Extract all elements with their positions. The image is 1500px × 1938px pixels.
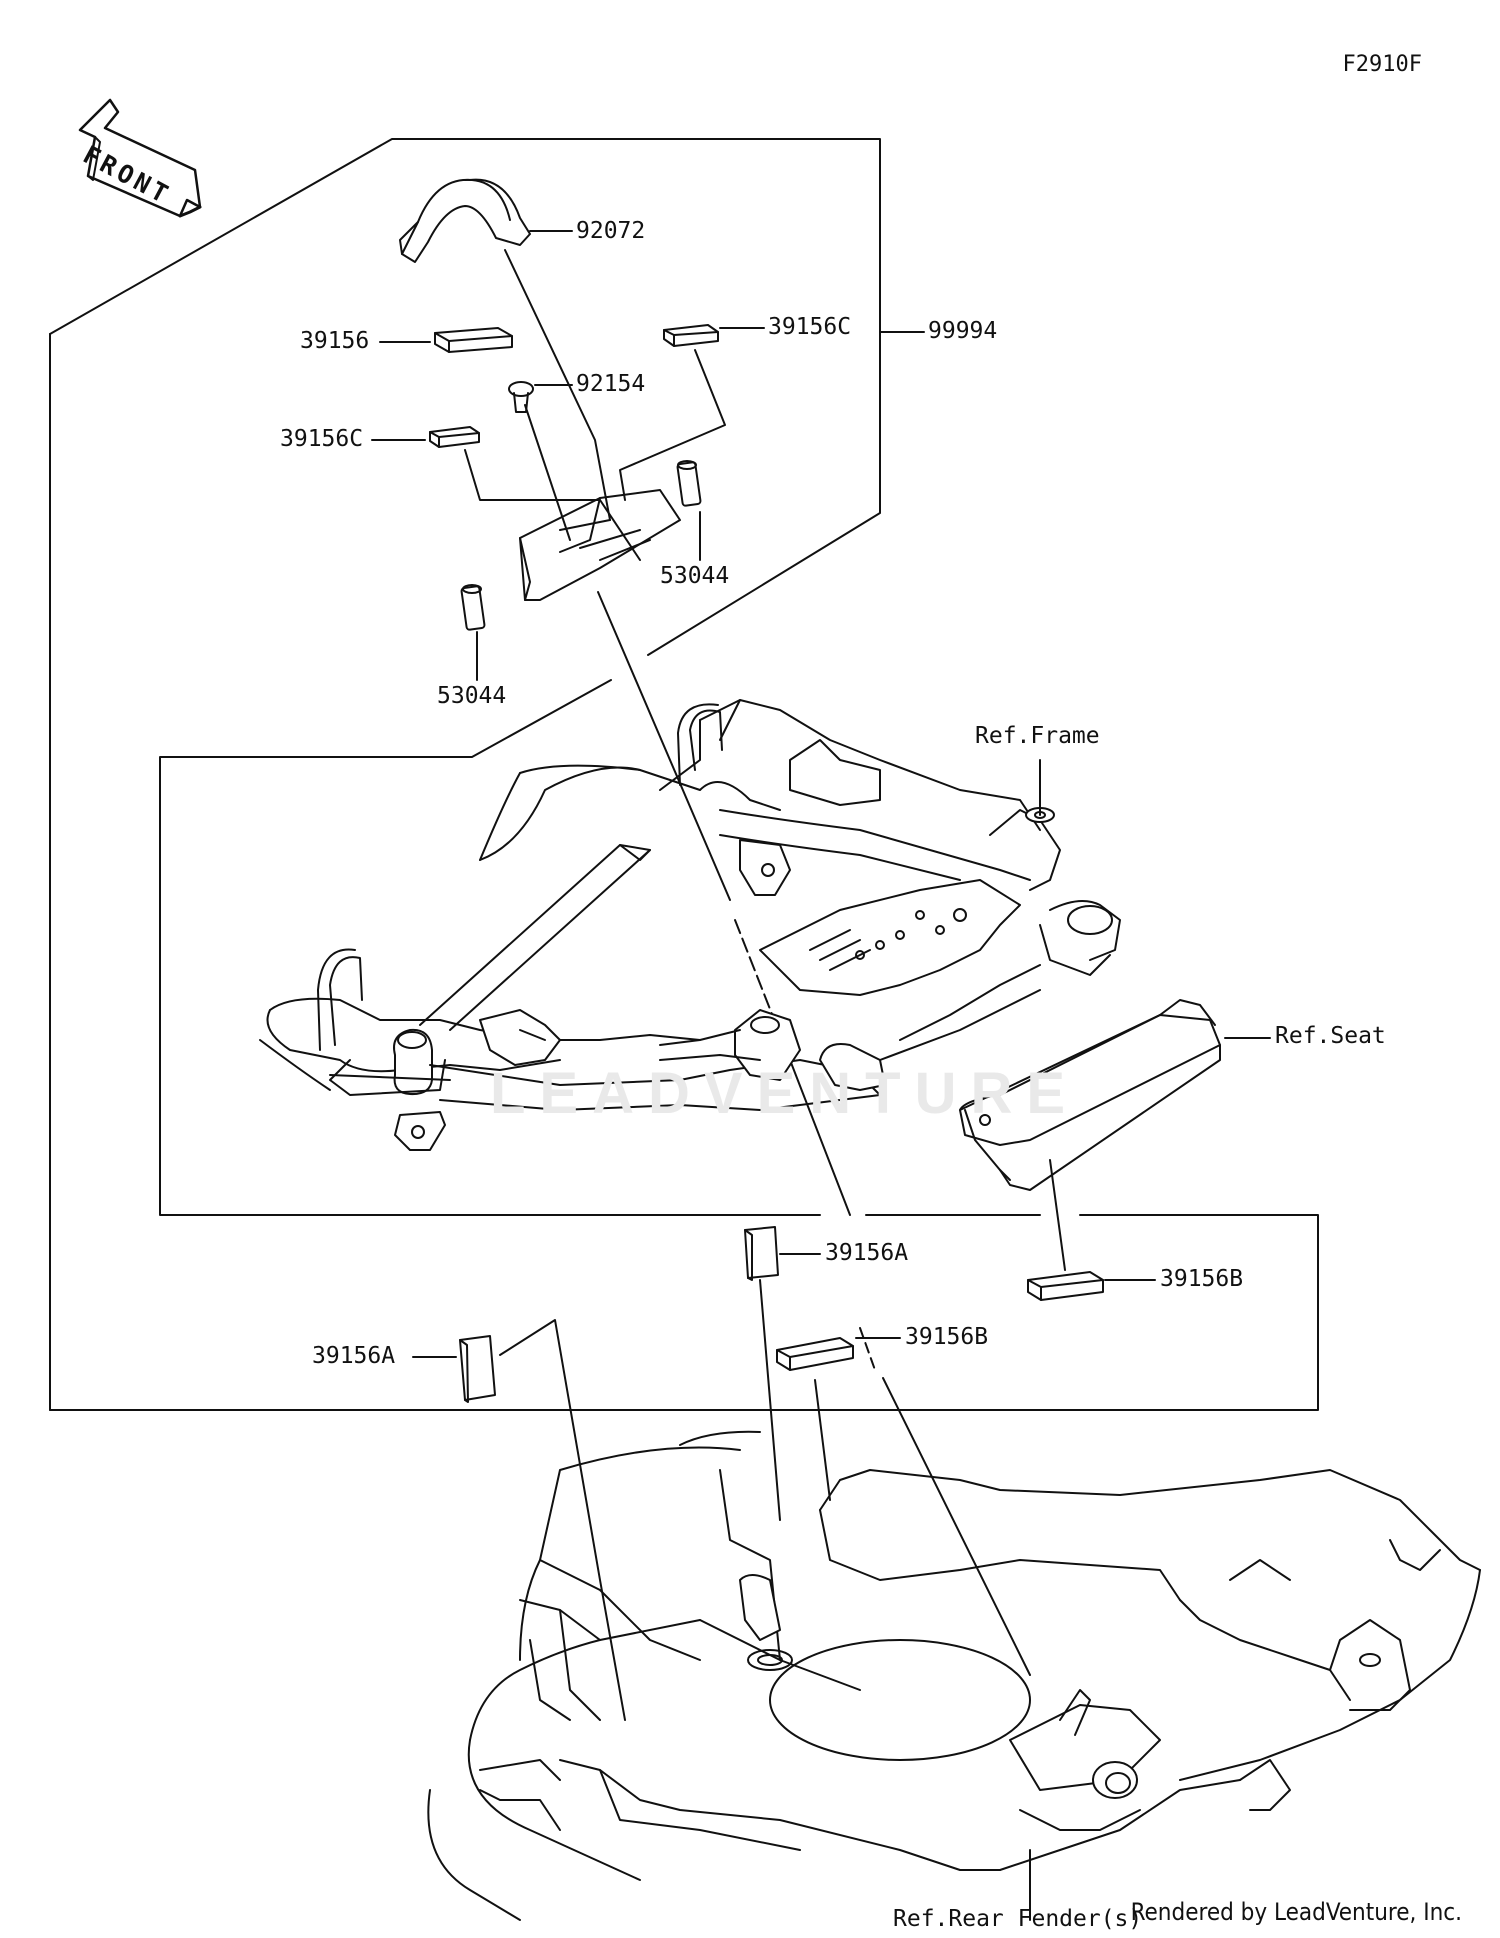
callout-ref-rear-fender[interactable]: Ref.Rear Fender(s) [893, 1906, 1143, 1932]
callout-39156[interactable]: 39156 [300, 328, 370, 354]
front-arrow-icon [78, 98, 202, 218]
collar-53044-left [460, 584, 486, 631]
seat-part [959, 999, 1221, 1191]
figure-code: F2910F [1342, 52, 1422, 77]
pad-39156c-left [429, 426, 480, 448]
callout-92154[interactable]: 92154 [576, 371, 646, 397]
callout-53044-right[interactable]: 53044 [660, 563, 730, 589]
callout-92072[interactable]: 92072 [576, 218, 646, 244]
pad-39156a-center [744, 1226, 779, 1281]
clamp-92072 [399, 178, 531, 263]
callout-39156a-center[interactable]: 39156A [825, 1240, 909, 1266]
watermark: LEADVENTURE [490, 1061, 1080, 1126]
callout-39156a-left[interactable]: 39156A [312, 1343, 396, 1369]
pad-39156a-left [459, 1335, 496, 1403]
bracket [519, 489, 681, 601]
rear-fender [427, 1430, 1481, 1921]
callout-39156c-right[interactable]: 39156C [768, 314, 852, 340]
frame [259, 699, 1121, 1151]
callout-ref-frame[interactable]: Ref.Frame [975, 723, 1100, 749]
pad-39156c-right [663, 324, 719, 347]
callout-39156c-left[interactable]: 39156C [280, 426, 364, 452]
frame-group-box [159, 679, 821, 1216]
collar-53044-right [676, 460, 702, 507]
callout-39156b-center[interactable]: 39156B [905, 1324, 989, 1350]
kit-outline-99994 [49, 138, 881, 656]
callout-ref-seat[interactable]: Ref.Seat [1275, 1023, 1386, 1049]
pad-39156b-right [1027, 1271, 1104, 1301]
callout-39156b-right[interactable]: 39156B [1160, 1266, 1244, 1292]
callout-53044-left[interactable]: 53044 [437, 683, 507, 709]
screw-92154 [508, 381, 534, 413]
callout-99994[interactable]: 99994 [928, 318, 998, 344]
pad-39156 [434, 327, 513, 353]
pad-39156b-center [776, 1337, 854, 1371]
credit-text: Rendered by LeadVenture, Inc. [1130, 1898, 1462, 1926]
